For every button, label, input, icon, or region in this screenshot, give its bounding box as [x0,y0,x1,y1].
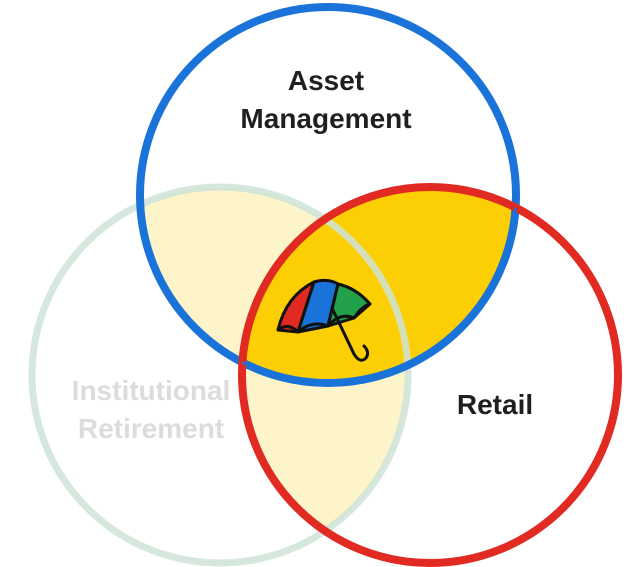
label-asset-management: Asset Management [240,65,412,134]
umbrella-icon [276,278,372,362]
circle-institutional-retirement [28,183,412,567]
label-retail: Retail [456,389,534,420]
label-institutional-retirement: Institutional Retirement [71,375,231,444]
